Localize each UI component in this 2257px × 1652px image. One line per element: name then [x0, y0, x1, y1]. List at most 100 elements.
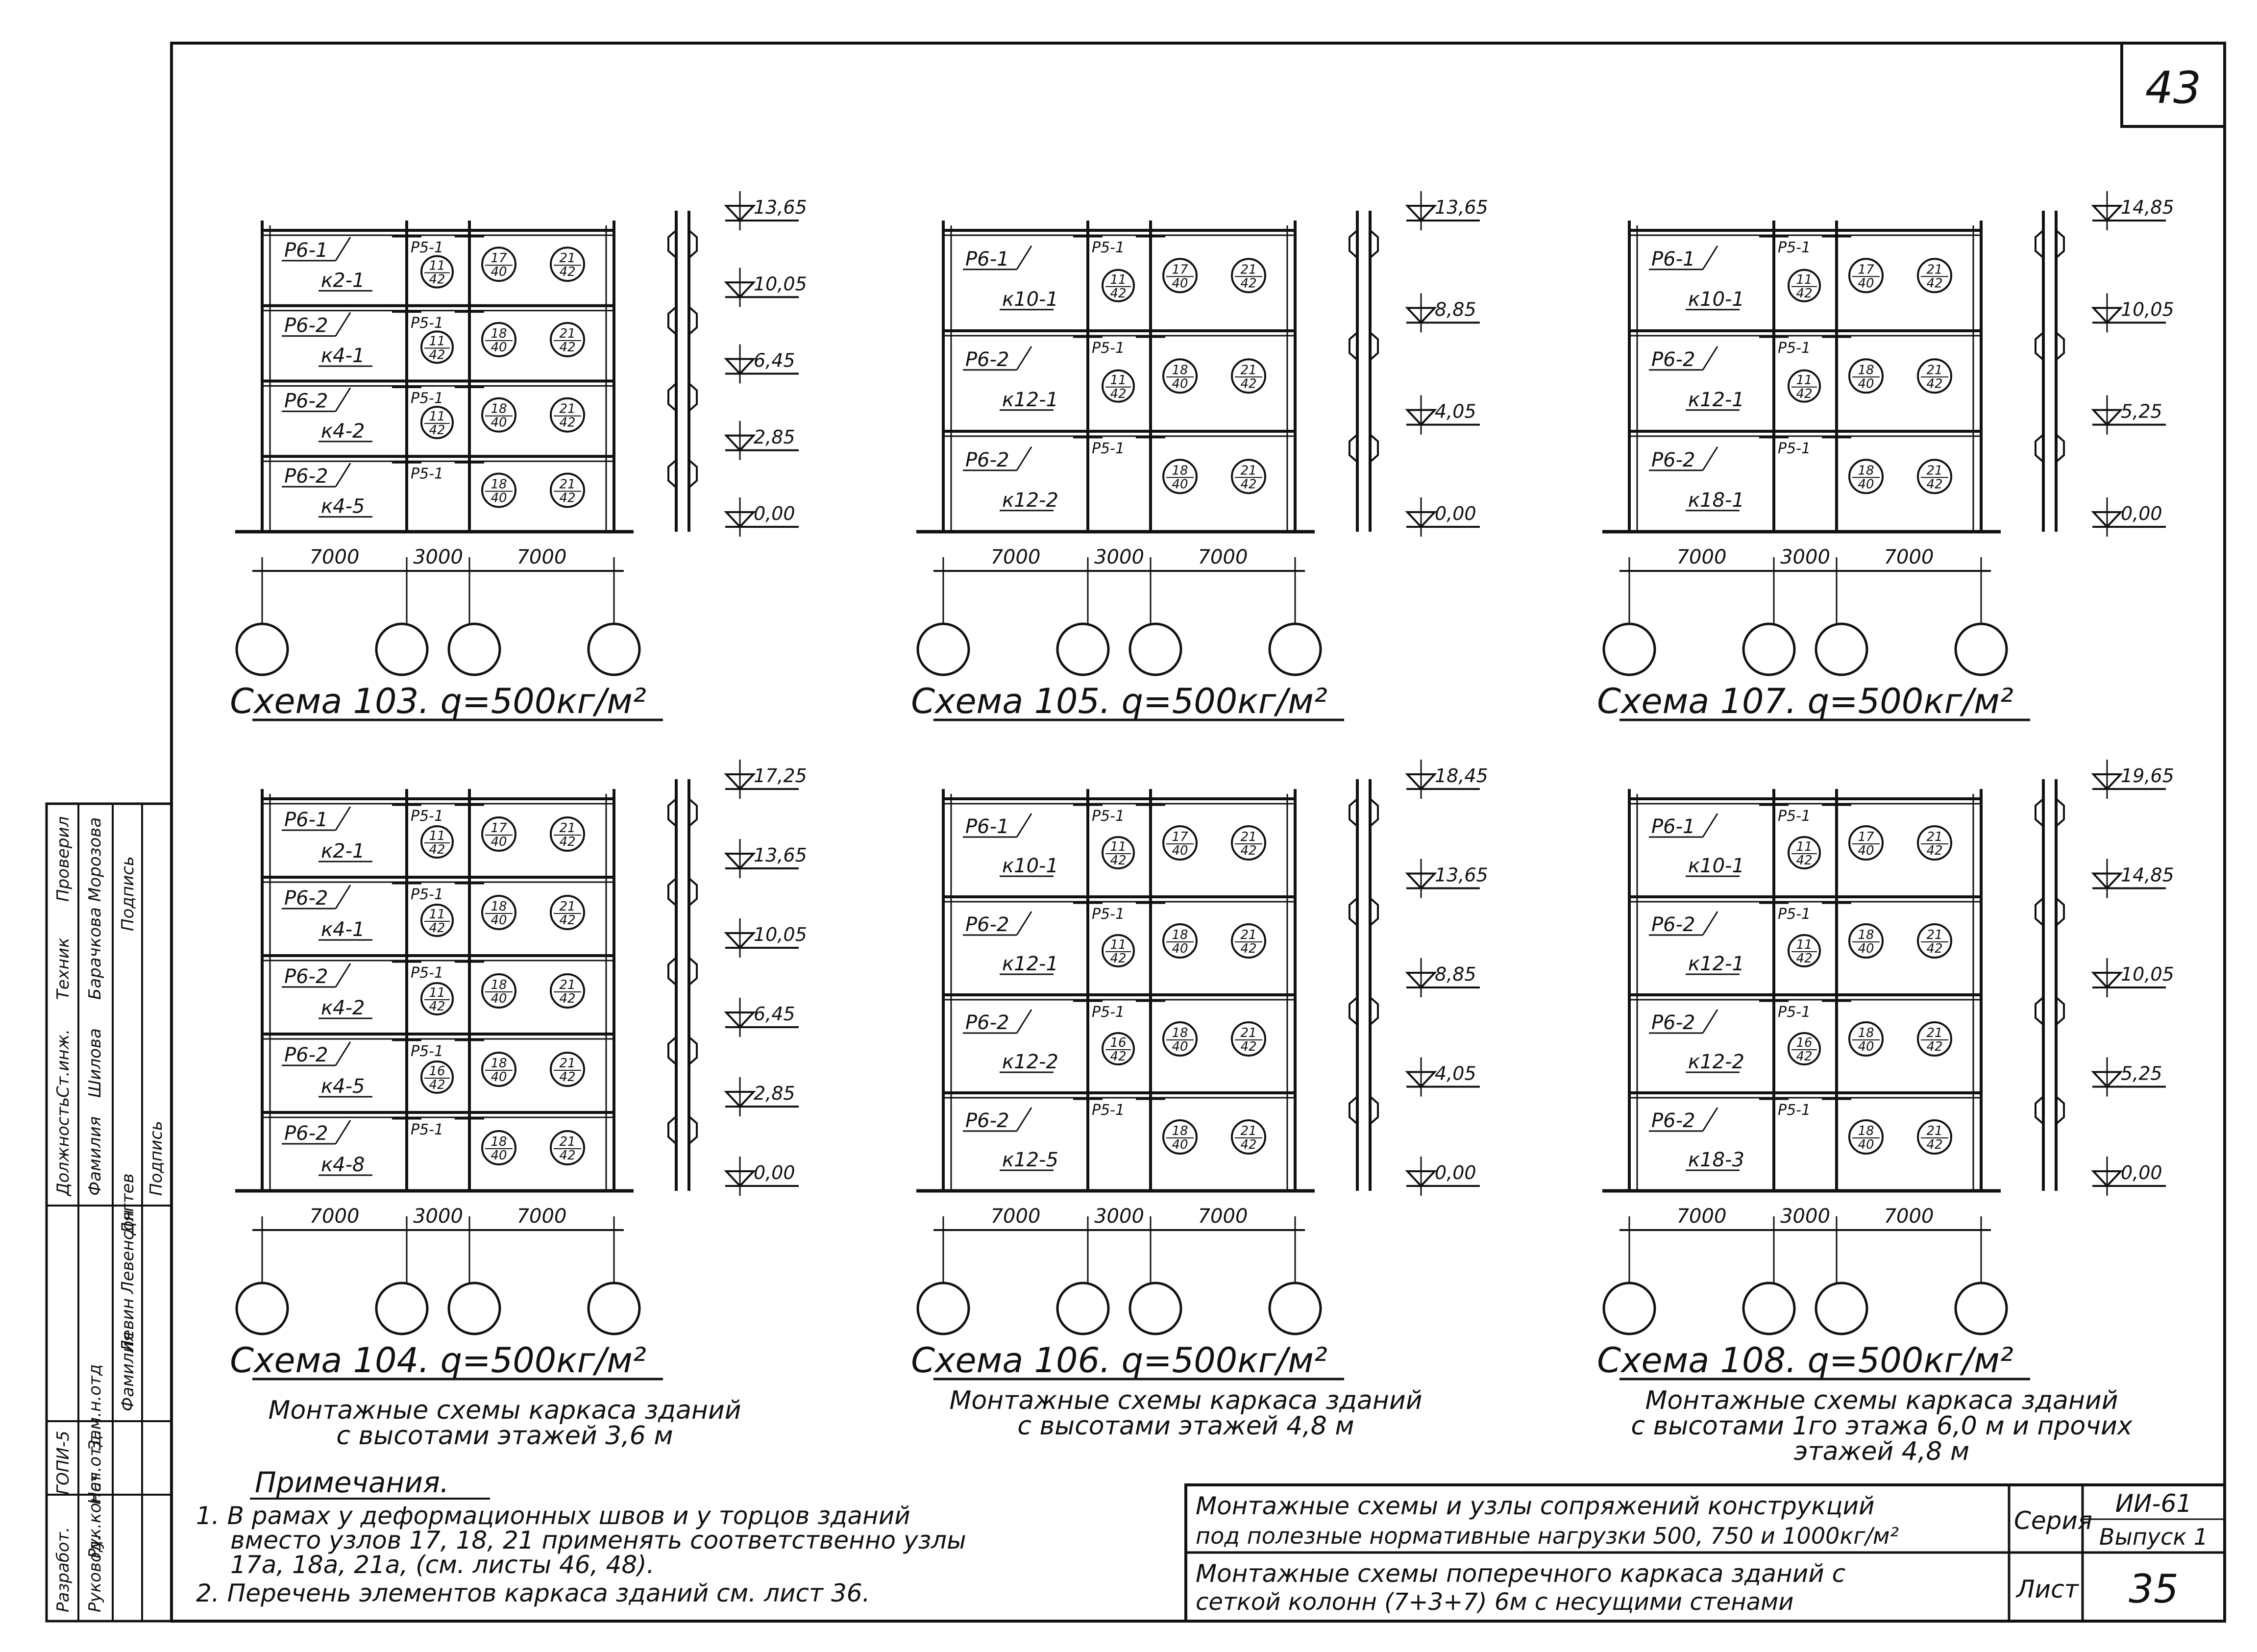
node-bottom: 42	[1240, 477, 1256, 492]
node-mid-top: 11	[429, 986, 445, 1000]
node-top: 21	[1926, 262, 1942, 277]
node-mid-bottom: 42	[429, 347, 445, 362]
stamp-text: Подпись	[147, 1121, 166, 1196]
node-bottom: 42	[1240, 1137, 1256, 1152]
elevation-bracket	[2035, 434, 2065, 463]
beam-label: Р6-2	[1651, 913, 1695, 936]
node-top: 18	[1858, 1026, 1874, 1040]
node-right-1	[1848, 258, 1884, 294]
node-top: 18	[491, 477, 507, 492]
span-dimension: 7000	[991, 546, 1041, 568]
axis-bubble	[1742, 1282, 1796, 1335]
beam-label: Р6-2	[965, 348, 1009, 371]
axis-bubble	[916, 622, 970, 676]
node-mid-top: 16	[429, 1064, 445, 1079]
sheet-label: Лист	[2015, 1575, 2080, 1603]
node-top: 21	[559, 1056, 575, 1071]
level-mark: 14,85	[2121, 197, 2174, 218]
elevation-bracket	[1349, 331, 1379, 361]
group-title-line: Монтажные схемы каркаса зданий	[268, 1396, 741, 1425]
column-label: к12-2	[1002, 489, 1058, 512]
axis-bubble	[1268, 622, 1322, 676]
stamp-text: Фамилия	[85, 1116, 105, 1196]
node-right-2	[1231, 459, 1266, 494]
node-bottom: 40	[491, 1148, 507, 1163]
title1-line2: под полезные нормативные нагрузки 500, 7…	[1196, 1523, 1899, 1549]
ps-label: Р5-1	[411, 1121, 443, 1138]
node-top: 21	[1240, 262, 1256, 277]
beam-label-leader	[1016, 1107, 1032, 1132]
column-label: к12-2	[1002, 1051, 1058, 1073]
node-bottom: 40	[1858, 276, 1874, 291]
node-right-1	[1162, 358, 1198, 394]
beam-label-leader	[1702, 245, 1718, 270]
node-bottom: 40	[491, 1070, 507, 1085]
node-top: 18	[1858, 363, 1874, 377]
column-label: к4-8	[321, 1154, 365, 1176]
node-mid	[1102, 1032, 1135, 1065]
beam-label-leader	[1016, 813, 1032, 838]
ps-label: Р5-1	[1092, 808, 1125, 825]
node-right-2	[1917, 1021, 1952, 1057]
node-mid	[420, 825, 454, 859]
node-right-1	[1848, 825, 1884, 861]
node-bottom: 40	[1172, 1039, 1188, 1054]
title-block: Монтажные схемы и узлы сопряжений констр…	[1184, 1483, 2226, 1623]
notes: Примечания. 1. В рамах у деформационных …	[196, 1466, 966, 1607]
node-right-2	[1231, 358, 1266, 394]
beam-label: Р6-1	[284, 239, 328, 262]
sheet-number: 43	[2145, 62, 2202, 114]
elevation-bracket	[1349, 798, 1379, 827]
node-bottom: 40	[491, 991, 507, 1006]
node-bottom: 40	[491, 265, 507, 279]
node-top: 18	[1172, 928, 1188, 942]
scheme-4: Р6-1к2-1Р5-1114217402142Р6-2к4-1Р5-11142…	[230, 760, 807, 1381]
level-mark: 13,65	[754, 844, 807, 866]
beam-label: Р6-1	[965, 815, 1009, 838]
node-right-2	[1917, 825, 1952, 861]
node-right-2	[550, 1130, 585, 1165]
scheme-caption: Схема 107. q=500кг/м²	[1597, 681, 2013, 721]
node-top: 21	[559, 251, 575, 266]
node-right-1	[1848, 923, 1884, 959]
beam-label-leader	[1702, 813, 1718, 838]
span-dimension: 7000	[517, 546, 567, 568]
span-dimension: 7000	[310, 1205, 360, 1228]
node-mid-top: 11	[429, 409, 445, 424]
stamp-text: Морозова	[85, 817, 105, 902]
span-dimension: 3000	[413, 1205, 463, 1228]
stamp-text: Левин	[118, 1298, 138, 1354]
ps-label: Р5-1	[1778, 808, 1811, 825]
node-mid-bottom: 42	[429, 272, 445, 287]
node-mid-bottom: 42	[429, 999, 445, 1014]
node-mid-top: 11	[1796, 937, 1812, 952]
node-right-2	[1917, 923, 1952, 959]
node-right-1	[481, 472, 516, 508]
ps-label: Р5-1	[411, 315, 443, 332]
node-bottom: 42	[559, 340, 575, 355]
node-bottom: 42	[559, 416, 575, 430]
beam-label: Р6-2	[284, 1044, 328, 1066]
node-top: 21	[1240, 928, 1256, 942]
beam-label-leader	[1016, 1009, 1032, 1034]
column-label: к4-2	[321, 420, 365, 443]
span-dimension: 3000	[1094, 1205, 1144, 1228]
stamp-text: Техник	[53, 937, 73, 1000]
level-mark: 0,00	[2121, 503, 2162, 524]
elevation-bracket	[667, 877, 698, 907]
scheme-6: Р6-1к10-1Р5-1114217402142Р6-2к12-1Р5-111…	[1597, 760, 2174, 1381]
level-mark: 0,00	[2121, 1162, 2162, 1184]
node-bottom: 42	[1240, 376, 1256, 391]
column-label: к18-1	[1688, 489, 1744, 512]
node-right-1	[1162, 258, 1198, 294]
span-dimension: 3000	[1780, 546, 1830, 568]
node-bottom: 40	[491, 340, 507, 355]
node-top: 21	[1240, 1124, 1256, 1138]
node-mid-bottom: 42	[1796, 1049, 1812, 1064]
series-value: ИИ-61	[2115, 1489, 2192, 1518]
stamp-text: Зам.н.отд	[85, 1364, 105, 1451]
node-mid-bottom: 42	[1796, 951, 1812, 966]
node-top: 21	[559, 978, 575, 992]
